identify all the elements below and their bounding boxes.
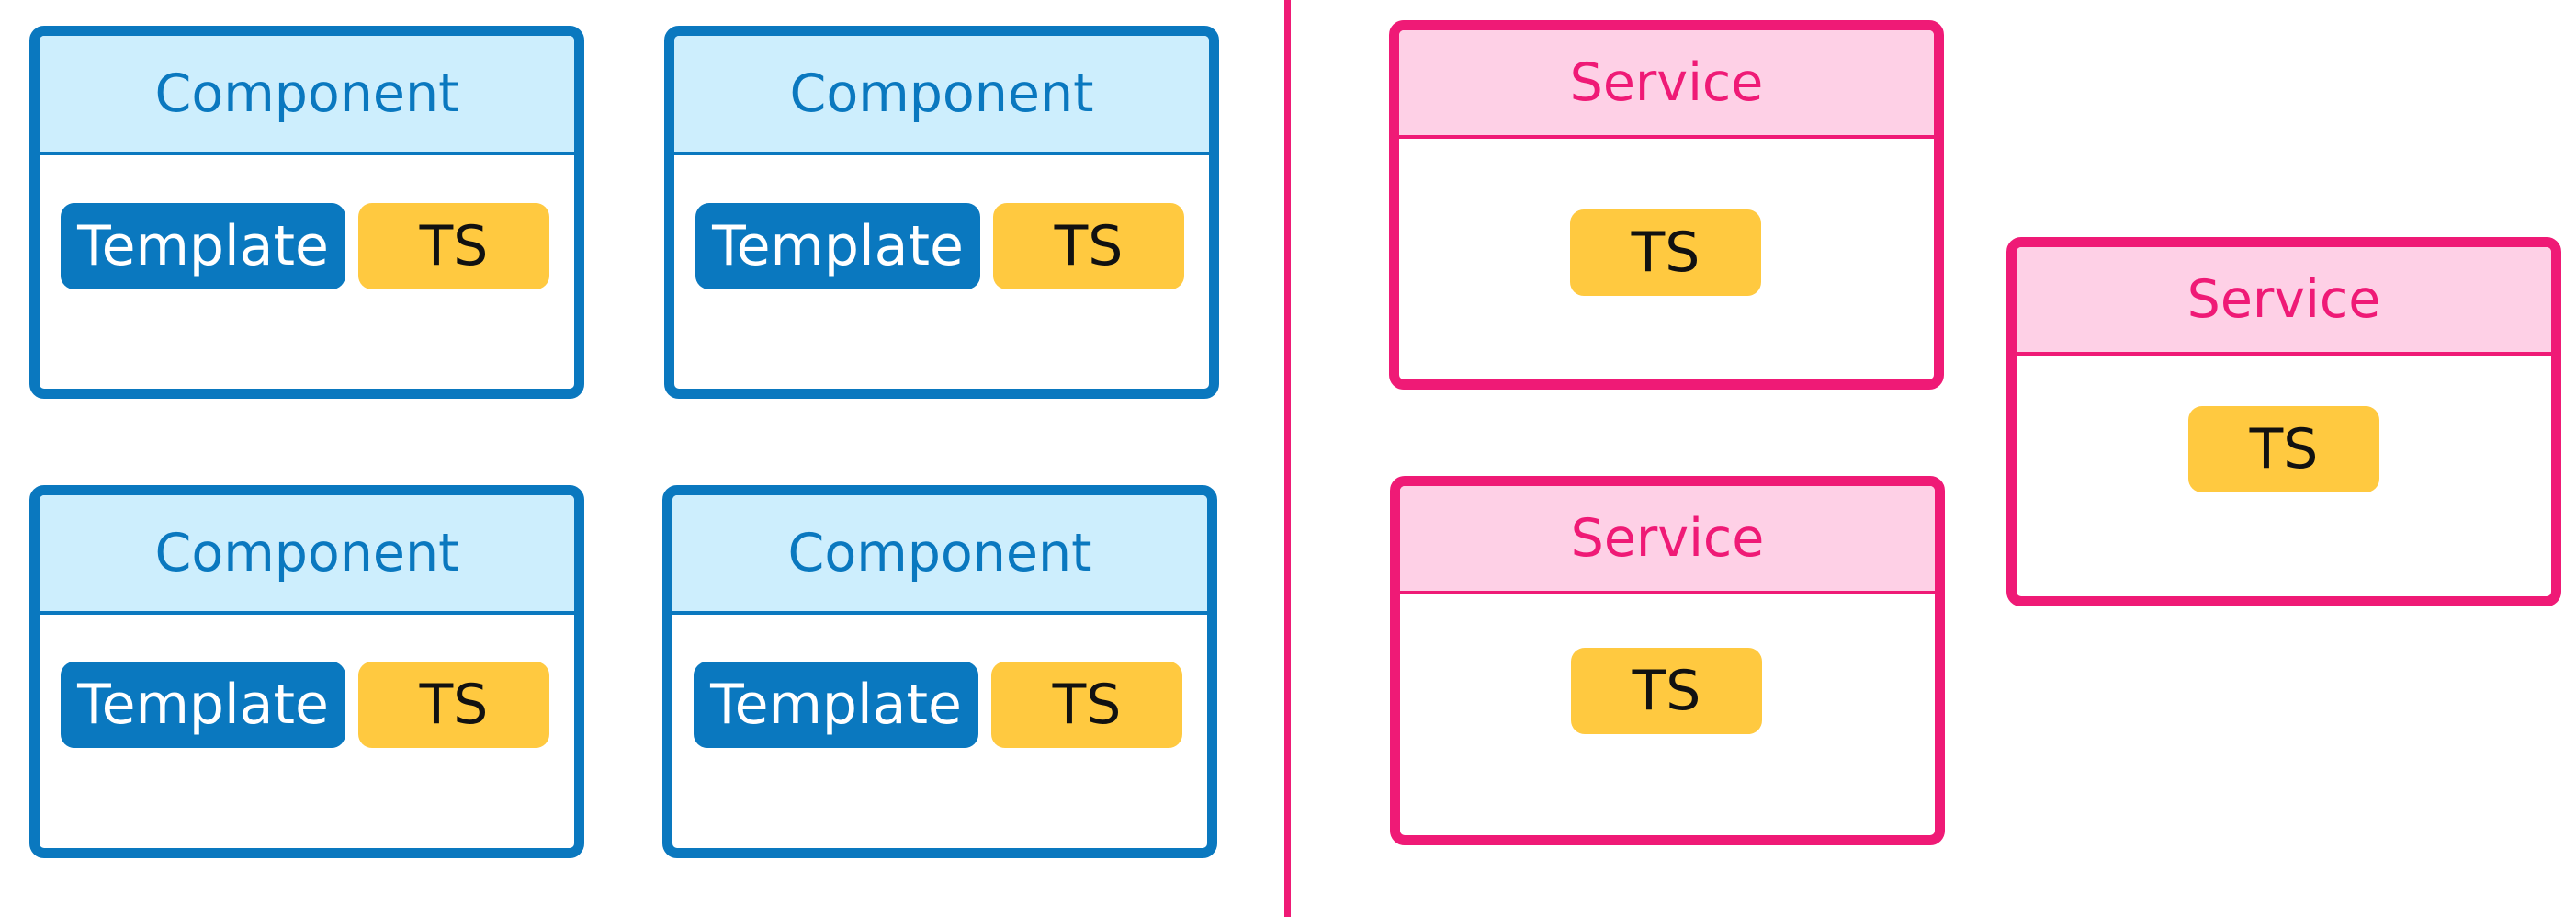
- ts-chip: TS: [1570, 209, 1761, 296]
- service-box: Service TS: [1389, 20, 1944, 390]
- template-chip: Template: [694, 662, 978, 748]
- ts-chip: TS: [1571, 648, 1762, 734]
- service-box: Service TS: [1390, 476, 1945, 845]
- ts-chip: TS: [993, 203, 1184, 289]
- section-divider: [1284, 0, 1291, 917]
- service-box: Service TS: [2006, 237, 2561, 606]
- component-box: Component Template TS: [664, 26, 1219, 399]
- component-title: Component: [674, 36, 1209, 155]
- component-title: Component: [40, 36, 574, 155]
- service-title: Service: [2017, 247, 2551, 356]
- component-box: Component Template TS: [29, 26, 584, 399]
- component-title: Component: [672, 495, 1207, 615]
- template-chip: Template: [695, 203, 980, 289]
- component-box: Component Template TS: [29, 485, 584, 858]
- component-box: Component Template TS: [662, 485, 1217, 858]
- ts-chip: TS: [2188, 406, 2379, 492]
- template-chip: Template: [61, 662, 345, 748]
- ts-chip: TS: [991, 662, 1182, 748]
- ts-chip: TS: [358, 662, 549, 748]
- component-title: Component: [40, 495, 574, 615]
- service-title: Service: [1399, 30, 1934, 139]
- ts-chip: TS: [358, 203, 549, 289]
- template-chip: Template: [61, 203, 345, 289]
- service-title: Service: [1400, 486, 1935, 594]
